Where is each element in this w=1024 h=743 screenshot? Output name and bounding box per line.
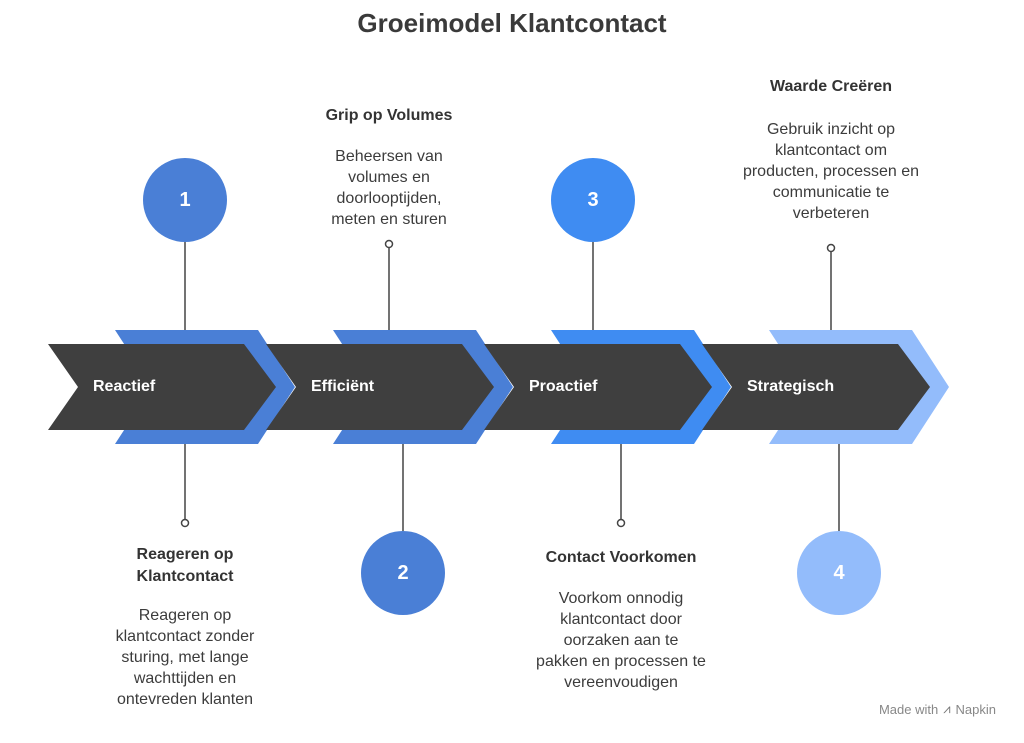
connector-dot-2 [384, 239, 394, 249]
step-label-2: Efficiënt [311, 378, 375, 395]
connector-dot-4 [826, 243, 836, 253]
diagram-title: Groeimodel Klantcontact [357, 8, 667, 38]
connector-dot-1 [180, 518, 190, 528]
chevron-dark-3 [484, 344, 712, 430]
step-circle-4 [797, 531, 881, 615]
credit-brand: Napkin [955, 701, 996, 717]
step-heading-2: Grip op Volumes [325, 107, 453, 124]
step-circle-3 [551, 158, 635, 242]
chevron-dark-2 [266, 344, 494, 430]
step-heading-3: Contact Voorkomen [545, 549, 697, 566]
chevron-dark-4 [702, 344, 930, 430]
step-description-3: Voorkom onnodig klantcontact door oorzak… [536, 590, 706, 691]
step-number-3: 3 [587, 189, 599, 211]
chevron-dark-1 [48, 344, 276, 430]
step-heading-1: Reageren op Klantcontact [136, 546, 234, 585]
step-description-2: Beheersen van volumes en doorlooptijden,… [331, 148, 447, 228]
step-circle-1 [143, 158, 227, 242]
step-label-4: Strategisch [747, 378, 835, 395]
step-number-4: 4 [833, 562, 845, 584]
step-number-1: 1 [179, 189, 191, 211]
step-circle-2 [361, 531, 445, 615]
step-description-4: Gebruik inzicht op klantcontact om produ… [742, 121, 920, 222]
made-with-napkin-credit: Made with ⩘ Napkin [879, 701, 996, 717]
step-label-1: Reactief [93, 378, 156, 395]
napkin-logo-icon: ⩘ [943, 701, 951, 716]
step-heading-4: Waarde Creëren [769, 78, 893, 95]
step-description-1: Reageren op klantcontact zonder sturing,… [115, 607, 255, 708]
step-label-3: Proactief [529, 378, 598, 395]
step-number-2: 2 [397, 562, 409, 584]
credit-made-with: Made with [878, 701, 939, 717]
connector-dot-3 [616, 518, 626, 528]
